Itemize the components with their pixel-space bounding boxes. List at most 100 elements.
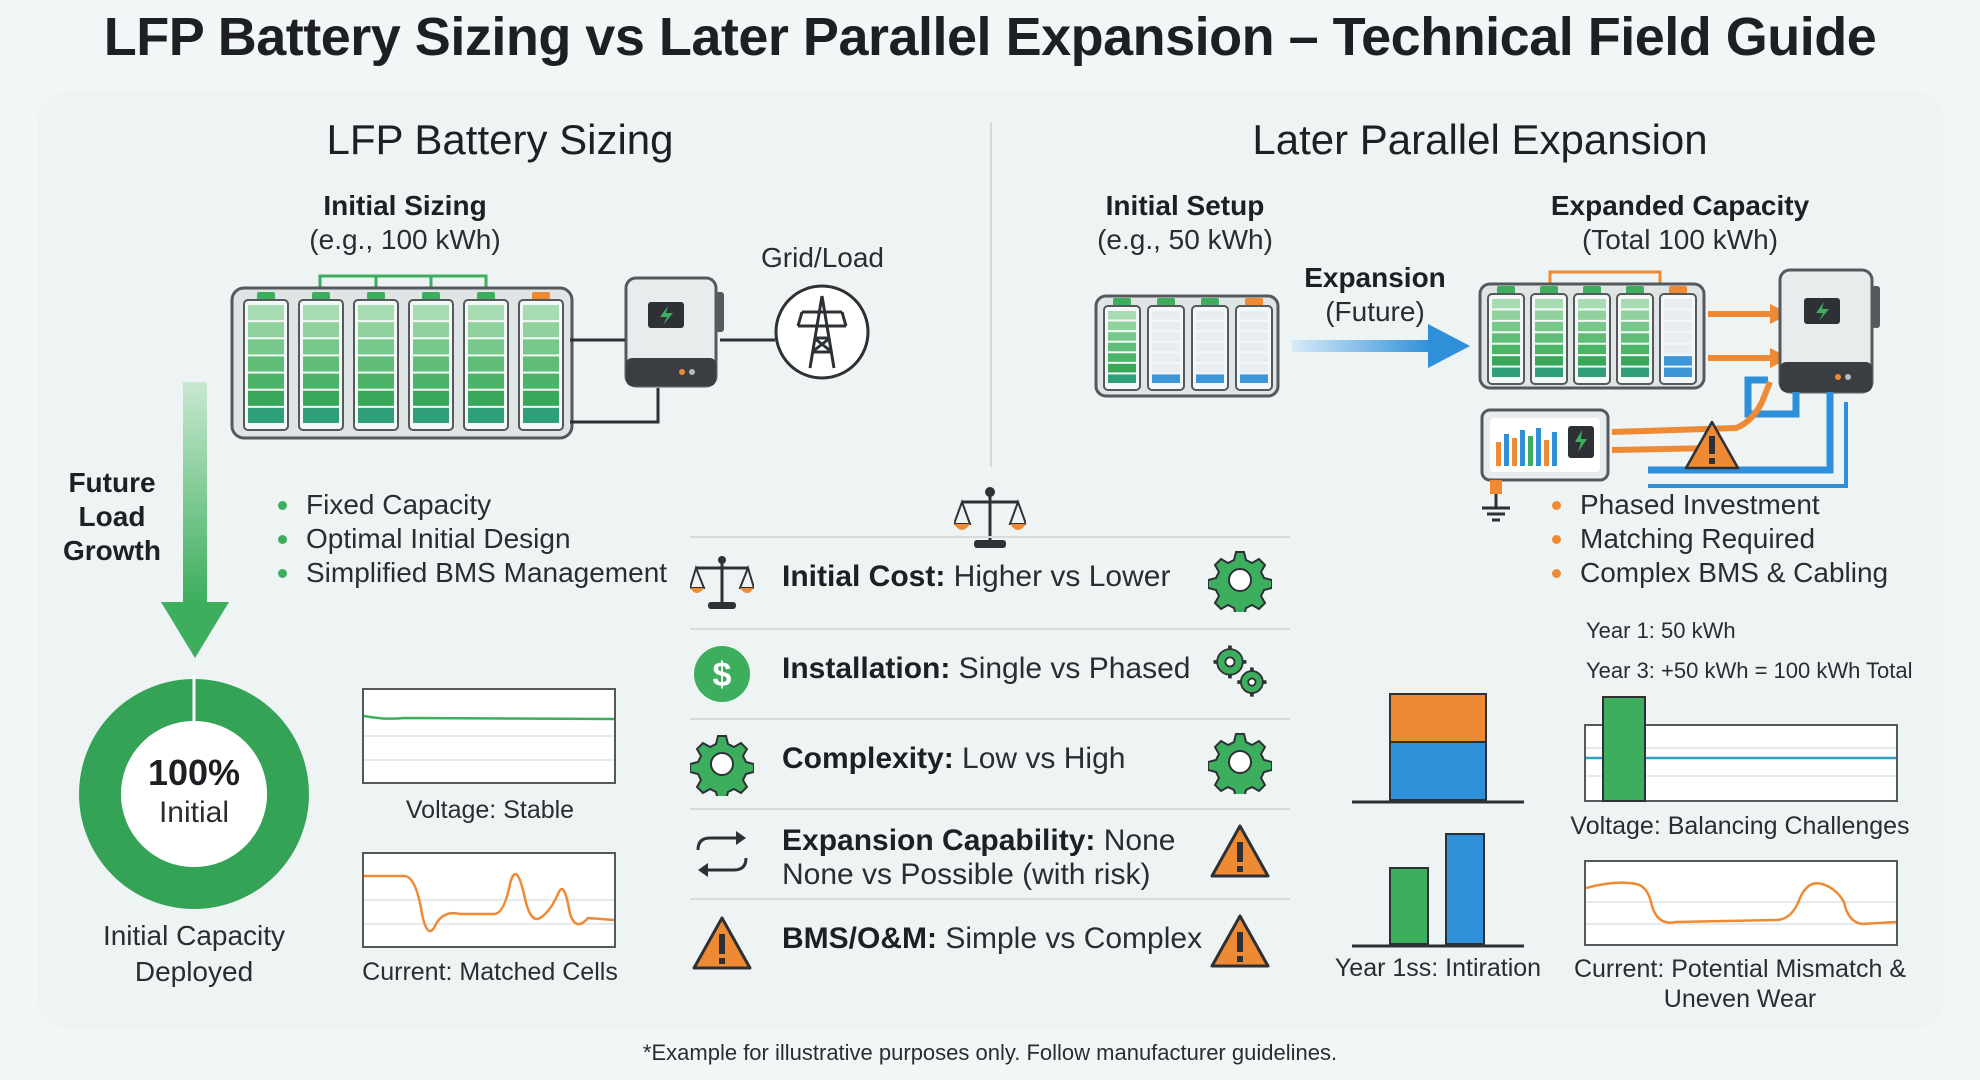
battery-cell-segment [248, 305, 284, 321]
battery-cell-segment [1535, 344, 1563, 355]
future-load-growth-arrow [161, 382, 229, 658]
battery-cell-segment [358, 407, 394, 423]
year3-label: Year 3: +50 kWh = 100 kWh Total [1586, 658, 1913, 683]
list-item: Fixed Capacity [272, 488, 692, 522]
battery-cell-segment [248, 322, 284, 338]
warning-icon [1208, 910, 1278, 980]
battery-cell-segment [303, 322, 339, 338]
battery-cell-segment [468, 305, 504, 321]
list-item: Matching Required [1546, 522, 1946, 556]
list-item: Phased Investment [1546, 488, 1946, 522]
battery-cell-terminal [1583, 286, 1601, 295]
battery-cell-segment [1664, 367, 1692, 377]
battery-cell-segment [1492, 310, 1520, 320]
battery-cell-segment [413, 407, 449, 423]
battery-cell-segment [358, 373, 394, 389]
battery-cell-segment [413, 305, 449, 321]
comparison-row: $ Installation: Single vs Phased [690, 628, 1290, 718]
battery-cell-segment [1152, 332, 1180, 341]
bar-caption: Year 1ss: Intiration [1334, 954, 1542, 982]
cabling-left [570, 338, 775, 424]
voltage-chart-left [362, 688, 616, 784]
initial-setup-label: Initial Setup [1105, 190, 1265, 221]
grid-load-label: Grid/Load [761, 242, 884, 273]
battery-cell-segment [523, 390, 559, 406]
footnote: *Example for illustrative purposes only.… [642, 1040, 1338, 1065]
comparison-value: Higher vs Lower [945, 560, 1171, 593]
battery-cell-segment [1664, 310, 1692, 320]
initial-sizing-sub: (e.g., 100 kWh) [309, 224, 501, 255]
donut-sub: Initial [158, 796, 230, 829]
future-load-growth-label: Future Load Growth [63, 467, 161, 566]
gear-icon [689, 732, 755, 801]
year1-label: Year 1: 50 kWh [1586, 618, 1736, 643]
battery-cell-segment [1492, 333, 1520, 343]
battery-cell-segment [358, 322, 394, 338]
battery-cell-segment [1621, 310, 1649, 320]
battery-cell-segment [1152, 374, 1180, 383]
battery-cell-segment [413, 390, 449, 406]
comparison-text: Installation: Single vs Phased [782, 652, 1191, 686]
battery-cell-segment [1621, 321, 1649, 332]
battery-cell-segment [358, 390, 394, 406]
battery-cell-segment [1240, 332, 1268, 341]
battery-cell-segment [1664, 344, 1692, 355]
page-title: LFP Battery Sizing vs Later Parallel Exp… [103, 7, 1877, 67]
monitor-bar [1496, 442, 1501, 466]
battery-cell-segment [413, 322, 449, 338]
initial-sizing-label: Initial Sizing [323, 190, 487, 221]
battery-cell-segment [523, 356, 559, 372]
battery-cell-segment [1492, 321, 1520, 332]
battery-cell-segment [1492, 299, 1520, 309]
battery-cell-terminal [1157, 298, 1175, 307]
dollar-icon: $ [690, 642, 754, 706]
battery-cell-segment [1108, 374, 1136, 383]
monitor-bar [1512, 438, 1517, 466]
battery-cell-terminal [1113, 298, 1131, 307]
battery-cell-segment [248, 356, 284, 372]
battery-cell-segment [1535, 299, 1563, 309]
gears-icon [1208, 640, 1278, 710]
comparison-key: Complexity: [782, 742, 954, 775]
battery-cell-segment [468, 390, 504, 406]
comparison-value: Single vs Phased [950, 652, 1191, 685]
right-bullets: Phased Investment Matching Required Comp… [1546, 488, 1946, 590]
battery-cell-segment [1152, 321, 1180, 331]
battery-cell-segment [523, 373, 559, 389]
comparison-key: Installation: [782, 652, 951, 685]
battery-cell-segment [303, 373, 339, 389]
battery-cell-segment [248, 390, 284, 406]
battery-cell-terminal [1540, 286, 1558, 295]
battery-cell-segment [1152, 311, 1180, 320]
donut-caption: Initial Capacity Deployed [102, 920, 286, 987]
battery-cell-segment [1240, 363, 1268, 373]
battery-cell-segment [1492, 344, 1520, 355]
battery-cell-segment [1152, 363, 1180, 373]
capacity-donut [79, 676, 309, 909]
comparison-key: Initial Cost: [782, 560, 946, 593]
battery-cell-segment [1108, 311, 1136, 320]
current-caption-right: Current: Potential Mismatch & Uneven Wea… [1573, 955, 1907, 1013]
battery-cell-segment [468, 407, 504, 423]
battery-cell-segment [358, 339, 394, 355]
battery-cell-segment [303, 356, 339, 372]
battery-cell-segment [1196, 321, 1224, 331]
battery-cell-terminal [1669, 286, 1687, 295]
left-bullets: Fixed Capacity Optimal Initial Design Si… [272, 488, 692, 590]
battery-cell-terminal [532, 292, 550, 301]
battery-cell-segment [1621, 299, 1649, 309]
battery-cell-segment [303, 339, 339, 355]
comparison-key: Expansion Capability: [782, 824, 1096, 857]
battery-cell-segment [413, 356, 449, 372]
battery-cell-segment [1492, 356, 1520, 366]
expanded-system [1478, 268, 1880, 522]
gear-icon [1207, 730, 1278, 800]
list-item: Complex BMS & Cabling [1546, 556, 1946, 590]
balance-scale-icon [954, 487, 1026, 548]
battery-cell-segment [1196, 332, 1224, 341]
monitor-bar [1504, 434, 1509, 466]
battery-cell-segment [1240, 374, 1268, 383]
warning-icon [690, 912, 754, 976]
svg-text:$: $ [713, 656, 732, 694]
